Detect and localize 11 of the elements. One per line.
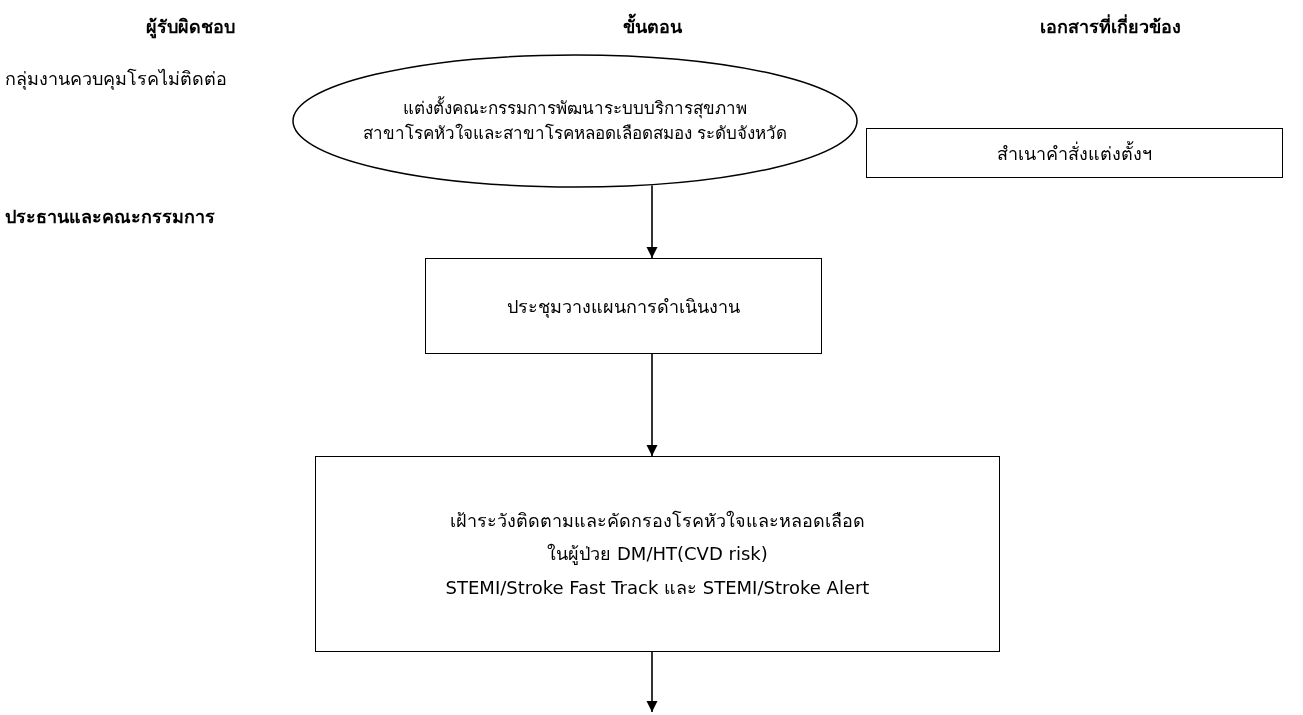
role-label: ประธานและคณะกรรมการ — [5, 206, 215, 227]
document-box: สำเนาคำสั่งแต่งตั้งฯ — [866, 128, 1283, 178]
column-heading: เอกสารที่เกี่ยวข้อง — [1039, 16, 1181, 37]
role-label: กลุ่มงานควบคุมโรคไม่ติดต่อ — [5, 68, 227, 89]
column-heading: ผู้รับผิดชอบ — [145, 16, 235, 37]
process-ellipse: แต่งตั้งคณะกรรมการพัฒนาระบบบริการสุขภาพ สาขาโรคหัวใจและสาขาโรคหลอดเลือดสมอง ระดับจังหวัด — [292, 54, 858, 188]
process-box: ประชุมวางแผนการดำเนินงาน — [425, 258, 822, 354]
arrow — [646, 651, 658, 713]
arrow — [646, 184, 658, 259]
arrow — [646, 353, 658, 457]
process-box: เฝ้าระวังติดตามและคัดกรองโรคหัวใจและหลอดเลือด ในผู้ป่วย DM/HT(CVD risk) STEMI/Stroke Fast Track และ STEMI/Stroke Alert — [315, 456, 1000, 652]
